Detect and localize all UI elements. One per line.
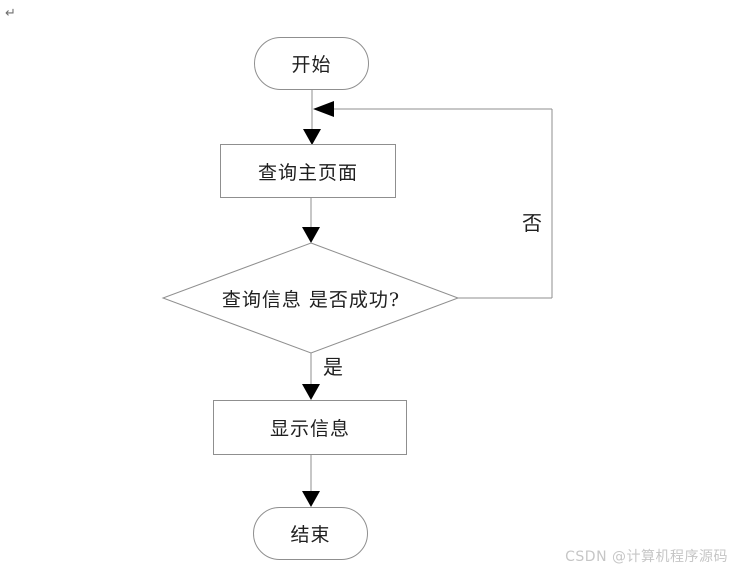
end-node-label: 结束 (290, 524, 331, 546)
edge-label-yes: 是 (323, 355, 343, 379)
arrowhead-left-no-loop (313, 101, 334, 117)
end-node: 结束 (253, 507, 368, 560)
start-node: 开始 (254, 37, 369, 90)
arrowhead-down-into-display (302, 384, 320, 400)
edge-label-no: 否 (522, 211, 542, 235)
decision-text: 查询信息 是否成功? (221, 288, 401, 311)
process-display-info: 显示信息 (213, 400, 407, 455)
arrowhead-down-into-query (303, 129, 321, 145)
paragraph-return-icon: ↵ (5, 6, 16, 21)
arrowhead-down-into-end (302, 491, 320, 507)
start-node-label: 开始 (291, 54, 332, 76)
process-query-main-page-label: 查询主页面 (257, 161, 358, 184)
process-query-main-page: 查询主页面 (220, 144, 396, 198)
arrowhead-down-into-decision (302, 227, 320, 243)
process-display-info-label: 显示信息 (269, 418, 350, 440)
decision-node-label: 查询信息 是否成功? (186, 283, 436, 313)
csdn-watermark: CSDN @计算机程序源码 (565, 549, 728, 565)
